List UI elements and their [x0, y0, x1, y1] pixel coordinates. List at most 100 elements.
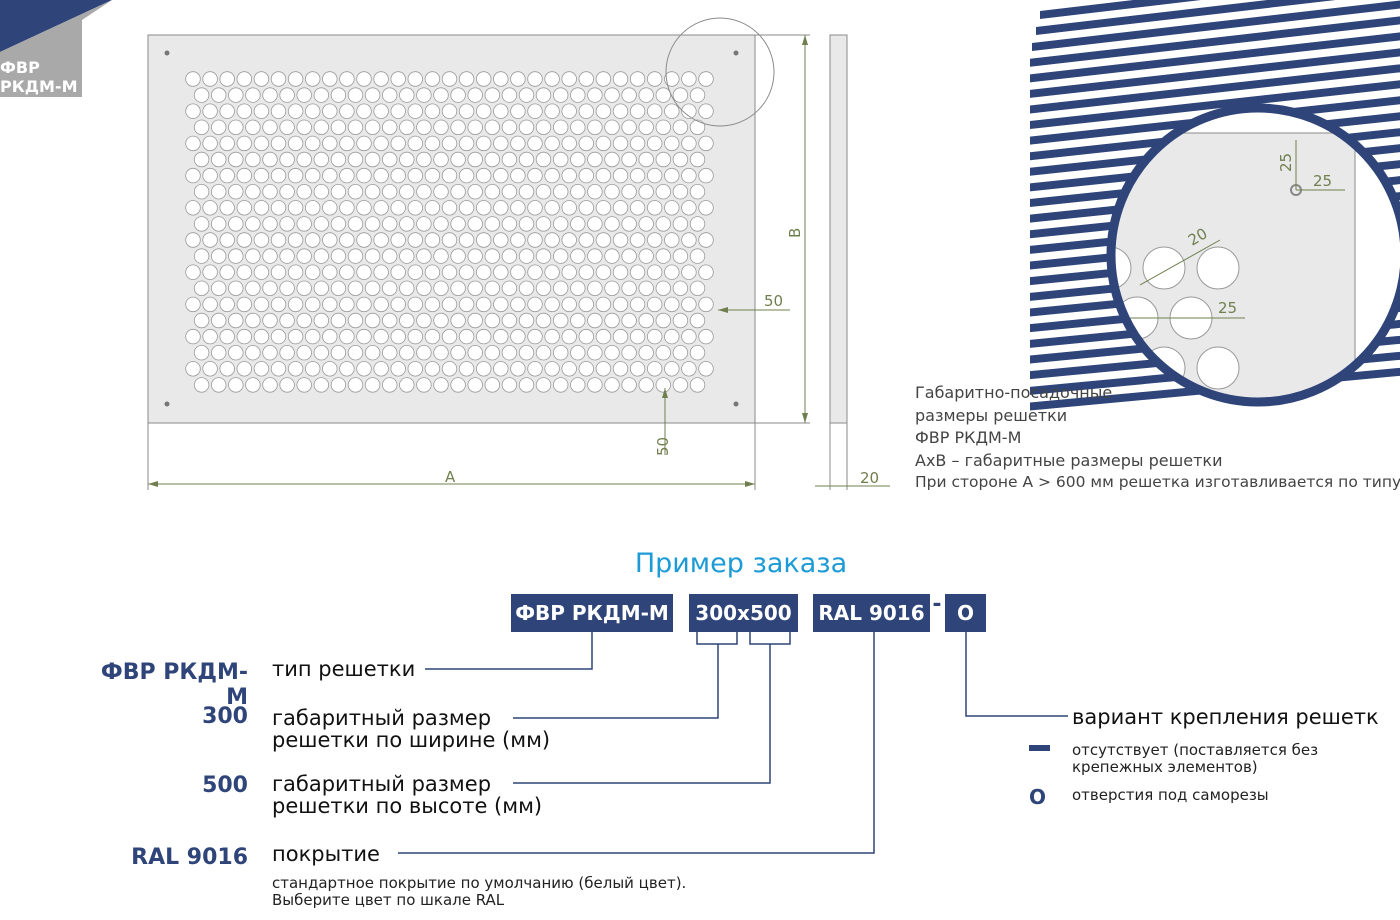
perforation-hole	[347, 345, 364, 361]
perforation-hole	[339, 167, 355, 184]
perforation-hole	[629, 296, 646, 313]
spec-key-width: 300	[202, 704, 248, 729]
perforation-hole	[399, 119, 415, 136]
perforation-hole	[578, 264, 595, 280]
perforation-hole	[356, 264, 372, 280]
perforation-hole	[570, 377, 586, 393]
perforation-hole	[655, 119, 672, 136]
perforation-hole	[518, 345, 535, 361]
perforation-hole	[210, 377, 227, 393]
perforation-hole	[501, 87, 518, 103]
perforation-hole	[621, 183, 637, 200]
perforation-hole	[228, 87, 244, 103]
perforation-hole	[629, 361, 646, 377]
perforation-hole	[373, 328, 389, 345]
perforation-hole	[433, 345, 449, 361]
perforation-hole	[407, 264, 424, 280]
perforation-hole	[655, 183, 672, 200]
perforation-hole	[535, 280, 552, 297]
perforation-hole	[399, 183, 415, 200]
perforation-hole	[587, 87, 603, 103]
perforation-hole	[228, 151, 244, 168]
perforation-hole	[458, 264, 475, 280]
perforation-hole	[629, 264, 646, 280]
perforation-hole	[253, 264, 270, 280]
perforation-hole	[484, 377, 501, 393]
perforation-hole	[373, 167, 389, 184]
perforation-hole	[185, 328, 201, 345]
perforation-hole	[612, 167, 629, 184]
detail-dim-25-pitch: 25	[1218, 299, 1237, 317]
perforation-hole	[416, 87, 432, 103]
perforation-hole	[245, 345, 261, 361]
perforation-hole	[305, 135, 321, 152]
perforation-hole	[193, 183, 210, 200]
perforation-hole	[458, 296, 475, 313]
perforation-hole	[664, 361, 680, 377]
perforation-hole	[561, 167, 577, 184]
perforation-hole	[698, 200, 714, 216]
perforation-hole	[416, 151, 432, 168]
perforation-hole	[390, 103, 406, 119]
perforation-hole	[689, 345, 706, 361]
perforation-hole	[621, 312, 637, 329]
perforation-hole	[672, 345, 689, 361]
perforation-hole	[433, 87, 449, 103]
perforation-hole	[253, 103, 270, 119]
perforation-hole	[219, 296, 235, 313]
perforation-hole	[322, 71, 338, 87]
perforation-hole	[382, 87, 398, 103]
perforation-hole	[313, 248, 330, 264]
perforation-hole	[664, 135, 680, 152]
perforation-hole	[510, 103, 526, 119]
perforation-hole	[510, 71, 526, 87]
perforation-hole	[544, 328, 560, 345]
perforation-hole	[245, 312, 261, 329]
perforation-hole	[698, 167, 714, 184]
perforation-hole	[416, 345, 432, 361]
perforation-hole	[287, 103, 304, 119]
perforation-hole	[561, 200, 577, 216]
perforation-hole	[578, 135, 595, 152]
perforation-hole	[518, 119, 535, 136]
perforation-hole	[629, 200, 646, 216]
perforation-hole	[382, 151, 398, 168]
perforation-hole	[287, 264, 304, 280]
dim-50-right-label: 50	[764, 292, 783, 310]
perforation-hole	[424, 361, 441, 377]
perforation-hole	[484, 216, 501, 232]
perforation-hole	[339, 361, 355, 377]
perforation-hole	[339, 264, 355, 280]
perforation-hole	[689, 119, 706, 136]
perforation-hole	[501, 312, 518, 329]
perforation-hole	[364, 183, 381, 200]
perforation-hole	[689, 87, 706, 103]
perforation-hole	[287, 232, 304, 248]
perforation-hole	[570, 216, 586, 232]
perforation-hole	[219, 71, 235, 87]
perforation-hole	[518, 87, 535, 103]
perforation-hole	[493, 167, 509, 184]
perforation-hole	[629, 167, 646, 184]
perforation-hole	[621, 151, 637, 168]
perforation-hole	[364, 216, 381, 232]
perforation-hole	[467, 377, 483, 393]
perforation-hole	[364, 151, 381, 168]
corner-tag-shape	[0, 0, 112, 97]
perforation-hole	[578, 361, 595, 377]
perforation-hole	[245, 87, 261, 103]
perforation-hole	[638, 216, 654, 232]
perforation-hole	[373, 264, 389, 280]
spec-key-type: ФВР РКДМ-М	[100, 660, 248, 710]
perforation-hole	[535, 151, 552, 168]
perforation-hole	[638, 119, 654, 136]
perforation-hole	[236, 361, 253, 377]
perforation-hole	[219, 167, 235, 184]
perforation-hole	[253, 296, 270, 313]
perforation-hole	[322, 328, 338, 345]
perforation-hole	[476, 328, 492, 345]
perforation-hole	[664, 200, 680, 216]
perforation-hole	[544, 135, 560, 152]
perforation-hole	[313, 151, 330, 168]
perforation-hole	[578, 296, 595, 313]
